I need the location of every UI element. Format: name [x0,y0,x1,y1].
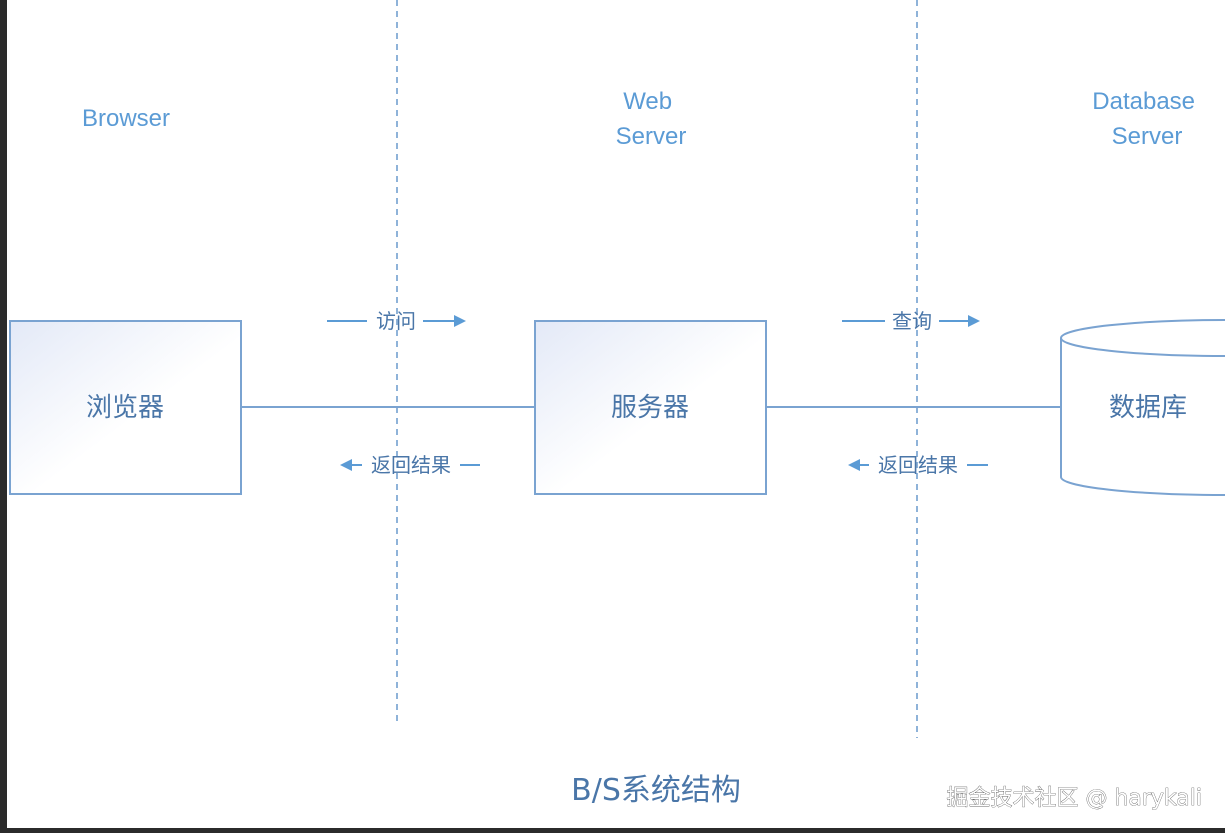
column-label-browser: Browser [82,105,170,132]
diagram-page: Browser Web Server Database Server 浏览器 服 [7,0,1225,828]
response-label-server: 返回结果 [878,453,958,477]
request-arrow-browser-server: 访问 [327,309,466,333]
response-arrow-database-server: 返回结果 [848,453,988,477]
server-node: 服务器 [534,320,767,495]
request-label-visit: 访问 [376,309,416,333]
response-arrow-server-browser: 返回结果 [340,453,480,477]
column-label-database-server: Database Server [1092,88,1201,150]
server-node-label: 服务器 [611,393,689,423]
query-arrow-server-database: 查询 [842,309,980,333]
bs-architecture-diagram: Browser Web Server Database Server 浏览器 服 [9,0,1225,811]
database-node: 数据库 [1060,319,1225,496]
browser-node: 浏览器 [9,320,242,495]
column-label-web-server: Web Server [616,88,687,150]
browser-node-label: 浏览器 [86,393,164,423]
diagram-title: B/S系统结构 [571,773,741,808]
watermark-text: 掘金技术社区 @ harykali [946,786,1202,811]
response-label-browser: 返回结果 [371,453,451,477]
query-label: 查询 [892,309,932,333]
database-node-label: 数据库 [1109,393,1187,423]
